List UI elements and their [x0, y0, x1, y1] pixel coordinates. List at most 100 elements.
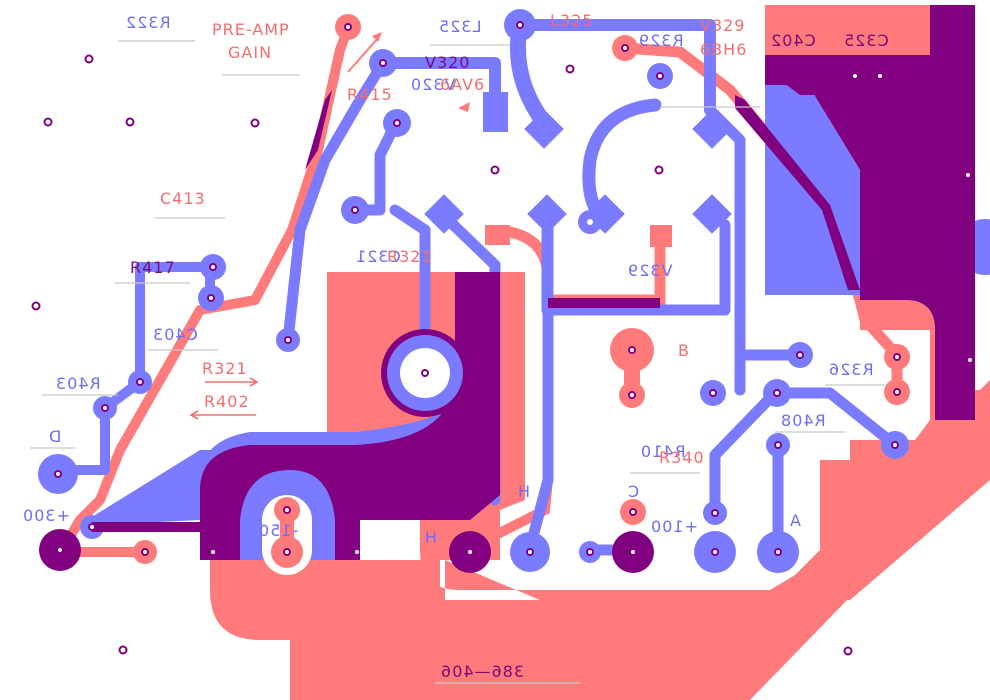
label-b: B	[678, 341, 690, 360]
label-plus300: +300	[22, 506, 70, 525]
bottom-socket-pad-2	[692, 109, 732, 149]
top-trace-preamp	[60, 26, 353, 548]
pad-hole	[968, 358, 972, 362]
via	[125, 117, 135, 127]
bottom-socket-pad-7	[483, 92, 508, 132]
label-h-left: H	[424, 528, 437, 547]
overlap-pour-top-right-b	[765, 55, 930, 95]
via	[250, 118, 260, 128]
top-copper-pour-bottom	[210, 380, 990, 700]
pad-hole	[344, 23, 352, 31]
label-r408: R408	[780, 411, 826, 430]
top-pad-socket-2	[650, 225, 672, 247]
pad-hole	[587, 219, 593, 225]
pad-hole	[796, 351, 804, 359]
top-copper-pour-right-band	[770, 420, 990, 600]
via	[31, 301, 41, 311]
bottom-copper-wedge	[95, 450, 220, 525]
pad-hole	[516, 21, 524, 29]
label-plus100: +100	[650, 517, 698, 536]
via	[654, 165, 664, 175]
label-r321-mid: R321	[387, 247, 433, 266]
top-trace-r326	[854, 298, 903, 392]
via	[118, 645, 128, 655]
pad-hole	[628, 346, 636, 354]
pad-hole	[54, 470, 62, 478]
label-c: C	[627, 482, 639, 501]
label-c325: C325	[843, 31, 889, 50]
label-v329-top: V329	[700, 16, 745, 35]
pad-hole	[379, 59, 387, 67]
pad-hole	[711, 509, 719, 517]
label-c413: C413	[160, 189, 206, 208]
pad-hole	[631, 550, 635, 554]
pad-hole	[621, 44, 629, 52]
pad-hole	[284, 336, 292, 344]
pad-hole	[893, 353, 901, 361]
pad-hole	[283, 548, 291, 556]
top-copper-pour-top-right	[765, 5, 930, 55]
pad-hole	[421, 369, 429, 377]
bottom-trace-l325	[514, 19, 716, 116]
pad-hole	[878, 74, 882, 78]
pad-hole	[966, 173, 970, 177]
minus150-pad-link	[280, 510, 294, 552]
pad-hole	[586, 548, 594, 556]
label-c403: C403	[152, 325, 198, 344]
arrow-left-icon	[189, 410, 256, 420]
pad-hole	[853, 74, 857, 78]
pad-hole	[351, 206, 359, 214]
overlap-pour-center	[200, 272, 500, 560]
via	[490, 165, 500, 175]
bottom-socket-pad-4	[527, 194, 567, 234]
top-pad-socket-1	[485, 225, 510, 245]
pad-hole	[773, 389, 781, 397]
bottom-trace-socket-arc	[582, 98, 662, 225]
label-r329: R329	[638, 31, 684, 50]
via	[843, 646, 853, 656]
pad-hole	[893, 388, 901, 396]
label-r415: R415	[347, 85, 393, 104]
overlap-trace-plus300	[92, 522, 200, 532]
label-l325-blue: L325	[438, 17, 481, 36]
drill-holes	[31, 21, 972, 656]
label-6bh6: 6BH6	[700, 40, 747, 59]
pad-hole	[136, 378, 144, 386]
label-a: A	[790, 511, 802, 530]
label-r321: R321	[202, 359, 248, 378]
pad-hole	[58, 548, 62, 552]
pad-hole	[355, 550, 359, 554]
label-preamp-gain-1: PRE-AMP	[212, 20, 290, 39]
label-d: D	[48, 427, 61, 446]
pad-hole	[711, 548, 719, 556]
overlap-trace-v329	[548, 298, 660, 308]
pad-hole	[101, 404, 109, 412]
pad-hole	[774, 441, 782, 449]
pad-hole	[629, 508, 637, 516]
bottom-trace-h-right	[524, 209, 554, 554]
label-v320-red: V320	[425, 53, 470, 72]
arrow-right-icon	[205, 377, 259, 387]
label-l325-red: L325	[550, 11, 593, 30]
label-r410: R410	[640, 442, 686, 461]
via	[84, 54, 94, 64]
bottom-socket-pad-6	[692, 194, 732, 234]
silkscreen-labels: R322 PRE-AMP GAIN L325 L325 V320 V320 6A…	[22, 11, 889, 684]
pad-hole	[526, 548, 534, 556]
label-c321: C321	[355, 247, 401, 266]
label-r326: R326	[828, 360, 874, 379]
pad-hole	[88, 523, 96, 531]
pad-hole	[207, 294, 215, 302]
top-marker-v320	[458, 102, 470, 112]
label-r417: R417	[130, 258, 176, 277]
top-arrow-head-preamp	[372, 32, 382, 42]
via	[565, 64, 575, 74]
label-v329-mid: V329	[627, 261, 672, 280]
overlap-trace-r329	[735, 95, 860, 290]
label-r403: R403	[55, 374, 101, 393]
bottom-trace-c321	[349, 119, 401, 216]
pad-hole	[141, 548, 149, 556]
pad-hole	[709, 389, 717, 397]
label-minus150: -150	[258, 521, 298, 540]
